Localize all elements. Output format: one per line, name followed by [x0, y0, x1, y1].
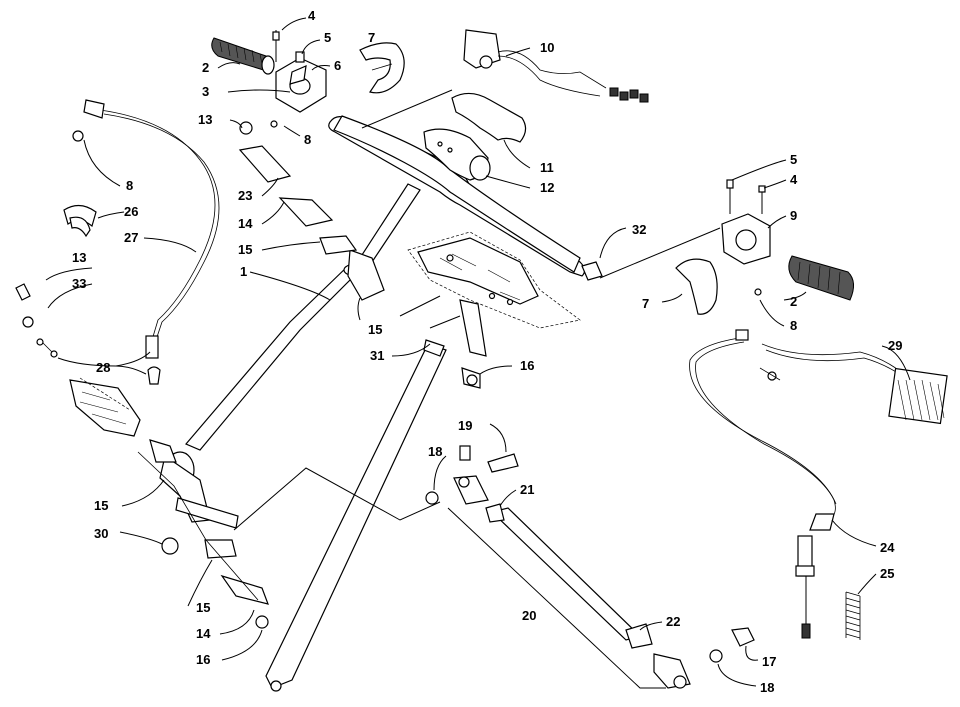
callout-31: 31: [370, 348, 384, 363]
callout-11: 11: [540, 160, 554, 175]
left-throttle-housing: [272, 30, 327, 113]
callout-13-top: 13: [198, 112, 212, 127]
callout-27: 27: [124, 230, 138, 245]
callout-33: 33: [72, 276, 86, 291]
handguards: [423, 92, 527, 181]
callout-4-right: 4: [790, 172, 798, 187]
callout-14-top: 14: [238, 216, 253, 231]
leader-lines: [45, 17, 911, 689]
tie-rod: [265, 339, 447, 692]
callout-21: 21: [520, 482, 534, 497]
right-housing: [721, 179, 771, 265]
callout-8-left: 8: [126, 178, 133, 193]
callout-17: 17: [762, 654, 776, 669]
callout-14-bottom: 14: [196, 626, 211, 641]
callout-28: 28: [96, 360, 110, 375]
callout-22: 22: [666, 614, 680, 629]
lower-left-bracket: [69, 377, 141, 437]
callout-16-bottom: 16: [196, 652, 210, 667]
callout-12: 12: [540, 180, 554, 195]
callout-15-bottom: 15: [196, 600, 210, 615]
callout-3: 3: [202, 84, 209, 99]
callout-23: 23: [238, 188, 252, 203]
tie-rod-end: [425, 367, 755, 689]
spring: [845, 591, 861, 640]
callout-18-bottom: 18: [760, 680, 774, 695]
upper-bracket: [347, 231, 581, 357]
callout-32: 32: [632, 222, 646, 237]
handlebar: [328, 115, 586, 277]
callout-5-right: 5: [790, 152, 797, 167]
callout-25: 25: [880, 566, 894, 581]
callout-4-left: 4: [308, 8, 316, 23]
callout-7-top: 7: [368, 30, 375, 45]
end-plug: [581, 261, 603, 281]
left-grip: [211, 37, 275, 75]
callout-15-top: 15: [238, 242, 252, 257]
callout-7-right: 7: [642, 296, 649, 311]
callout-10: 10: [540, 40, 554, 55]
callout-8-top: 8: [304, 132, 311, 147]
callout-15-mid: 15: [368, 322, 382, 337]
callout-26: 26: [124, 204, 138, 219]
callout-5-left: 5: [324, 30, 331, 45]
callout-9: 9: [790, 208, 797, 223]
callout-labels: 2 3 4 5 6 7 8 10 11 12 13 8 23 14 15 26 …: [72, 8, 902, 695]
brake-lever: [675, 258, 718, 315]
callout-30: 30: [94, 526, 108, 541]
throttle-lever-top: [359, 42, 405, 94]
callout-20: 20: [522, 608, 536, 623]
brake-cable: [689, 329, 948, 639]
callout-8-right: 8: [790, 318, 797, 333]
right-grip: [788, 255, 854, 301]
callout-1: 1: [240, 264, 247, 279]
throttle-cable: [15, 99, 762, 385]
callout-29: 29: [888, 338, 902, 353]
callout-6: 6: [334, 58, 341, 73]
callout-2-right: 2: [790, 294, 797, 309]
callout-13-left: 13: [72, 250, 86, 265]
clamp-parts: [137, 145, 358, 629]
callout-2-left: 2: [202, 60, 209, 75]
callout-16-mid: 16: [520, 358, 534, 373]
switch-housing: [463, 29, 649, 103]
callout-15-left: 15: [94, 498, 108, 513]
callout-19: 19: [458, 418, 472, 433]
callout-18-top: 18: [428, 444, 442, 459]
callout-24: 24: [880, 540, 895, 555]
